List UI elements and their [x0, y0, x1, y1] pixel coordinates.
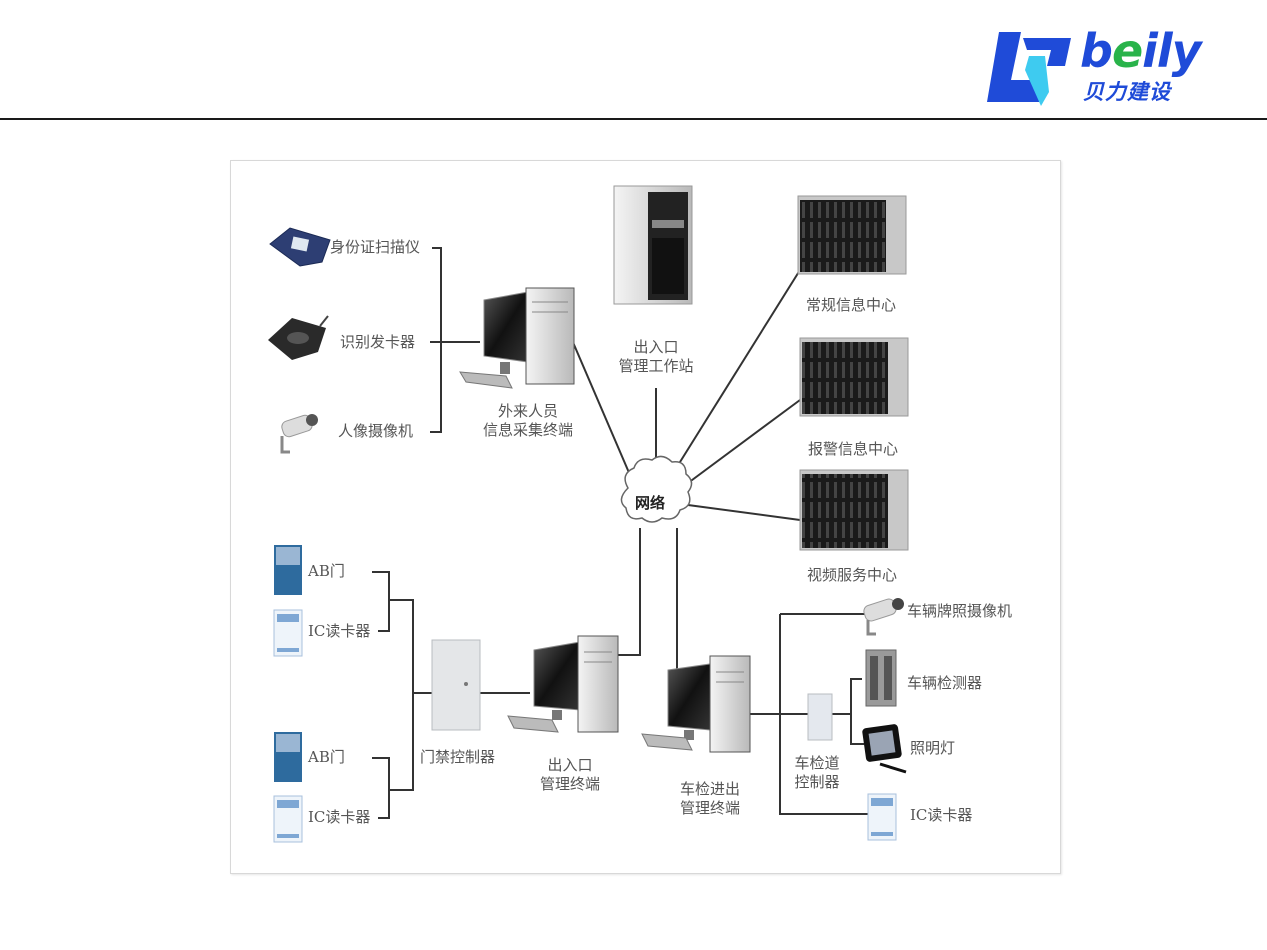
lane-controller-label-line2: 控制器	[794, 773, 840, 791]
plate-camera-icon	[863, 598, 904, 636]
vehicle-terminal-computer-icon	[641, 655, 751, 753]
lane-controller-label-line1: 车检道	[794, 754, 840, 772]
ic-reader-icon-1	[273, 609, 303, 657]
link-door-group-1	[372, 571, 390, 632]
ic-reader-label-2: IC读卡器	[308, 808, 371, 826]
access-terminal-label: 出入口 管理终端	[520, 756, 620, 794]
lane-controller-label: 车检道 控制器	[782, 754, 852, 792]
ic-reader-label-3: IC读卡器	[910, 806, 973, 824]
link-visitor-bracket	[430, 247, 442, 433]
flood-light-icon	[862, 724, 907, 774]
ab-door-icon-2	[274, 732, 302, 782]
access-terminal-label-line2: 管理终端	[539, 775, 600, 793]
link-video-center	[687, 504, 801, 521]
link-controller-bracket	[389, 599, 414, 791]
link-vehicle-bus	[779, 614, 870, 815]
connection-lines	[372, 247, 870, 819]
id-scanner-icon	[269, 227, 331, 267]
ic-reader-icon-3	[867, 793, 897, 841]
vehicle-terminal-label-line1: 车检进出	[679, 780, 740, 798]
video-center-server-icon	[799, 469, 909, 551]
access-terminal-label-line1: 出入口	[547, 756, 593, 774]
visitor-terminal-label: 外来人员 信息采集终端	[478, 402, 578, 440]
visitor-terminal-computer-icon	[459, 287, 575, 389]
general-center-server-icon	[797, 195, 907, 275]
id-scanner-label: 身份证扫描仪	[330, 238, 421, 256]
logo-wordmark: beily	[1080, 24, 1202, 78]
ab-door-label-2: AB门	[308, 748, 345, 766]
plate-camera-label: 车辆牌照摄像机	[907, 602, 1013, 620]
access-terminal-computer-icon	[507, 635, 619, 733]
link-alarm-center	[683, 399, 801, 487]
link-door-group-2	[372, 757, 390, 819]
flood-light-label: 照明灯	[910, 739, 956, 757]
ab-door-icon-1	[274, 545, 302, 595]
alarm-center-server-icon	[799, 337, 909, 417]
door-controller-cabinet-icon	[431, 639, 481, 731]
portrait-camera-icon	[280, 414, 318, 454]
vehicle-detector-icon	[865, 649, 897, 707]
video-center-label: 视频服务中心	[807, 566, 898, 584]
network-label: 网络	[635, 494, 666, 512]
link-access-terminal	[616, 528, 641, 656]
workstation-label-line1: 出入口	[633, 338, 679, 356]
vehicle-terminal-label: 车检进出 管理终端	[660, 780, 760, 818]
workstation-label-line2: 管理工作站	[618, 357, 694, 375]
ab-door-label-1: AB门	[308, 562, 345, 580]
ic-reader-label-1: IC读卡器	[308, 622, 371, 640]
general-center-label: 常规信息中心	[806, 296, 897, 314]
vehicle-terminal-label-line2: 管理终端	[679, 799, 740, 817]
lane-controller-cabinet-icon	[807, 693, 833, 741]
logo-mark-icon	[987, 32, 1071, 106]
vehicle-detector-label: 车辆检测器	[907, 674, 983, 692]
network-cloud-icon	[620, 455, 693, 523]
visitor-terminal-label-line2: 信息采集终端	[482, 421, 573, 439]
ic-reader-icon-2	[273, 795, 303, 843]
portrait-camera-label: 人像摄像机	[338, 422, 414, 440]
workstation-tower-icon	[613, 185, 693, 305]
link-light	[850, 714, 864, 745]
card-issuer-label: 识别发卡器	[340, 333, 416, 351]
header-divider	[0, 118, 1267, 120]
link-general-center	[674, 269, 801, 471]
workstation-label: 出入口 管理工作站	[606, 338, 706, 376]
card-issuer-icon	[268, 315, 329, 360]
logo-chinese-name: 贝力建设	[1083, 80, 1171, 104]
link-detector	[832, 678, 862, 715]
alarm-center-label: 报警信息中心	[808, 440, 899, 458]
link-visitor-terminal-network	[571, 339, 631, 476]
visitor-terminal-label-line1: 外来人员	[497, 402, 558, 420]
company-logo: beily 贝力建设	[985, 24, 1245, 110]
door-controller-label: 门禁控制器	[420, 748, 496, 766]
